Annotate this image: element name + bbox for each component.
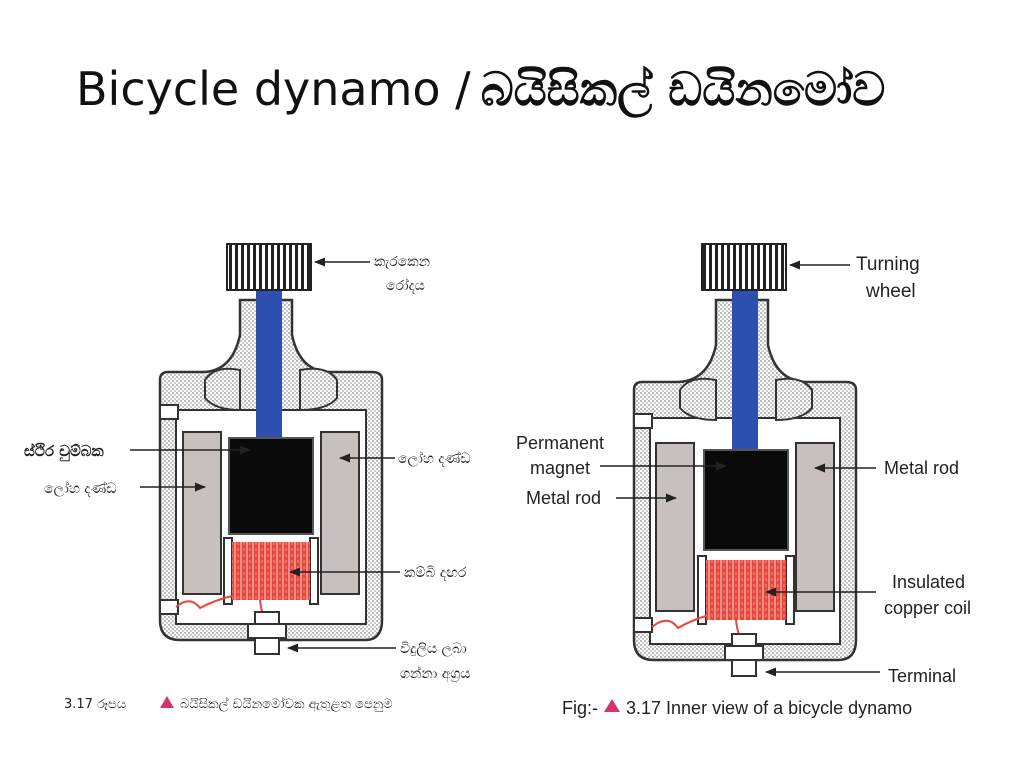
left-label-wheel-2: රෝදය xyxy=(386,278,425,294)
right-caption-triangle xyxy=(604,699,620,712)
slide-title: Bicycle dynamo /බයිසිකල් ඩයිනමෝව xyxy=(76,62,885,118)
left-caption-text: බයිසිකල් ඩයිනමෝවක ඇතුළත පෙනුම xyxy=(180,696,393,712)
left-permanent-magnet xyxy=(228,437,314,535)
left-copper-coil xyxy=(232,542,310,600)
right-shaft xyxy=(732,286,758,450)
left-dynamo: කැරකෙන රෝදය ස්ථිර චුම්බක ලෝහ දණ්ඩ ලෝහ දණ… xyxy=(24,243,471,712)
right-permanent-magnet xyxy=(703,449,789,551)
right-label-wheel-2: wheel xyxy=(865,281,916,302)
right-label-coil-1: Insulated xyxy=(892,572,965,592)
left-shaft xyxy=(256,286,282,438)
left-label-coil: කම්බි දඟර xyxy=(404,565,467,581)
left-label-rod-left: ලෝහ දණ්ඩ xyxy=(44,481,117,497)
left-label-magnet: ස්ථිර චුම්බක xyxy=(24,442,105,462)
right-label-rod-left: Metal rod xyxy=(526,488,601,508)
right-terminal xyxy=(724,633,764,677)
right-copper-coil xyxy=(706,560,786,620)
right-metal-rod-left xyxy=(655,442,695,612)
left-metal-rod-right xyxy=(320,431,360,595)
left-label-terminal-1: විදුලිය ලබා xyxy=(400,641,467,657)
right-label-coil-2: copper coil xyxy=(884,598,971,618)
right-label-wheel-1: Turning xyxy=(856,254,920,275)
right-caption-text: 3.17 Inner view of a bicycle dynamo xyxy=(626,698,912,718)
right-dynamo: Turning wheel Permanent magnet Metal rod… xyxy=(516,243,971,718)
left-caption-triangle xyxy=(160,696,174,708)
left-metal-rod-left xyxy=(182,431,222,595)
title-sinhala: බයිසිකල් ඩයිනමෝව xyxy=(480,62,886,116)
right-label-terminal: Terminal xyxy=(888,666,956,686)
left-label-rod-right: ලෝහ දණ්ඩ xyxy=(398,451,471,467)
title-english: Bicycle dynamo / xyxy=(76,62,471,116)
left-label-terminal-2: ගන්නා අග්‍රය xyxy=(400,666,471,683)
left-turning-wheel xyxy=(226,243,312,291)
left-caption-number: 3.17 රූපය xyxy=(64,697,126,712)
right-turning-wheel xyxy=(701,243,787,291)
left-terminal xyxy=(247,611,287,655)
left-label-wheel-1: කැරකෙන xyxy=(374,254,430,270)
right-label-magnet-1: Permanent xyxy=(516,433,604,453)
right-label-rod-right: Metal rod xyxy=(884,458,959,478)
right-caption-prefix: Fig:- xyxy=(562,698,598,718)
right-label-magnet-2: magnet xyxy=(530,458,590,478)
